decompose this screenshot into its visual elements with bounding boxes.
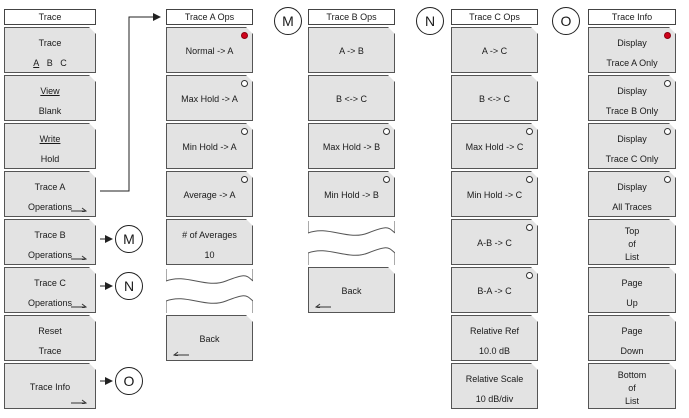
b-swap-c-key[interactable]: B <-> C — [308, 75, 395, 121]
indicator-icon — [241, 80, 248, 87]
trace-menu: Trace Trace A B C View Blank Write Hold … — [4, 9, 96, 411]
display-trace-c-only-key[interactable]: Display Trace C Only — [588, 123, 676, 169]
trace-info-menu: Trace Info Display Trace A Only Display … — [588, 9, 676, 411]
max-hold-to-b-key[interactable]: Max Hold -> B — [308, 123, 395, 169]
trace-c-ops-menu: Trace C Ops A -> C B <-> C Max Hold -> C… — [451, 9, 538, 411]
page-down-key[interactable]: Page Down — [588, 315, 676, 361]
trace-letter-c: C — [60, 58, 67, 68]
relative-scale-key[interactable]: Relative Scale 10 dB/div — [451, 363, 538, 409]
number-of-averages-key[interactable]: # of Averages 10 — [166, 219, 253, 265]
max-hold-to-c-key[interactable]: Max Hold -> C — [451, 123, 538, 169]
indicator-icon — [526, 176, 533, 183]
trace-c-operations-key[interactable]: Trace C Operations — [4, 267, 96, 313]
relative-ref-key[interactable]: Relative Ref 10.0 dB — [451, 315, 538, 361]
submenu-arrow-icon — [71, 252, 87, 260]
indicator-icon — [241, 128, 248, 135]
menu-title: Trace C Ops — [451, 9, 538, 25]
top-of-list-key[interactable]: Top of List — [588, 219, 676, 265]
menu-title: Trace A Ops — [166, 9, 253, 25]
connector-trace-a — [100, 13, 161, 192]
a-minus-b-to-c-key[interactable]: A-B -> C — [451, 219, 538, 265]
menu-title: Trace — [4, 9, 96, 25]
min-hold-to-c-key[interactable]: Min Hold -> C — [451, 171, 538, 217]
trace-letter-a: A — [33, 58, 40, 68]
circle-m-label: M — [115, 225, 143, 253]
trace-letter-b: B — [46, 58, 53, 68]
max-hold-to-a-key[interactable]: Max Hold -> A — [166, 75, 253, 121]
display-trace-a-only-key[interactable]: Display Trace A Only — [588, 27, 676, 73]
back-arrow-icon — [173, 348, 189, 356]
submenu-arrow-icon — [71, 204, 87, 212]
indicator-icon — [526, 224, 533, 231]
indicator-icon — [241, 176, 248, 183]
trace-a-ops-menu: Trace A Ops Normal -> A Max Hold -> A Mi… — [166, 9, 253, 411]
omitted-keys-break — [308, 221, 395, 265]
indicator-icon — [383, 176, 390, 183]
bottom-of-list-key[interactable]: Bottom of List — [588, 363, 676, 409]
display-all-traces-key[interactable]: Display All Traces — [588, 171, 676, 217]
normal-to-a-key[interactable]: Normal -> A — [166, 27, 253, 73]
view-key[interactable]: View Blank — [4, 75, 96, 121]
trace-b-operations-key[interactable]: Trace B Operations — [4, 219, 96, 265]
submenu-arrow-icon — [71, 396, 87, 404]
indicator-icon — [664, 176, 671, 183]
indicator-icon — [526, 128, 533, 135]
page-up-key[interactable]: Page Up — [588, 267, 676, 313]
indicator-icon — [664, 128, 671, 135]
trace-select-key[interactable]: Trace A B C — [4, 27, 96, 73]
a-to-b-key[interactable]: A -> B — [308, 27, 395, 73]
circle-o-label: O — [115, 367, 143, 395]
menu-title: Trace B Ops — [308, 9, 395, 25]
circle-m-header: M — [274, 7, 302, 35]
min-hold-to-a-key[interactable]: Min Hold -> A — [166, 123, 253, 169]
write-key[interactable]: Write Hold — [4, 123, 96, 169]
menu-title: Trace Info — [588, 9, 676, 25]
average-to-a-key[interactable]: Average -> A — [166, 171, 253, 217]
indicator-icon — [664, 80, 671, 87]
display-trace-b-only-key[interactable]: Display Trace B Only — [588, 75, 676, 121]
active-indicator-icon — [241, 32, 248, 39]
a-to-c-key[interactable]: A -> C — [451, 27, 538, 73]
submenu-arrow-icon — [71, 300, 87, 308]
active-indicator-icon — [664, 32, 671, 39]
indicator-icon — [526, 272, 533, 279]
b-minus-a-to-c-key[interactable]: B-A -> C — [451, 267, 538, 313]
trace-letters: A B C — [5, 58, 95, 68]
trace-info-key[interactable]: Trace Info — [4, 363, 96, 409]
reset-trace-key[interactable]: Reset Trace — [4, 315, 96, 361]
back-arrow-icon — [315, 300, 331, 308]
min-hold-to-b-key[interactable]: Min Hold -> B — [308, 171, 395, 217]
circle-n-label: N — [115, 272, 143, 300]
circle-o-header: O — [552, 7, 580, 35]
back-key[interactable]: Back — [166, 315, 253, 361]
b-swap-c-key[interactable]: B <-> C — [451, 75, 538, 121]
trace-b-ops-menu: Trace B Ops A -> B B <-> C Max Hold -> B… — [308, 9, 395, 314]
indicator-icon — [383, 128, 390, 135]
omitted-keys-break — [166, 269, 253, 313]
back-key[interactable]: Back — [308, 267, 395, 313]
circle-n-header: N — [416, 7, 444, 35]
trace-a-operations-key[interactable]: Trace A Operations — [4, 171, 96, 217]
